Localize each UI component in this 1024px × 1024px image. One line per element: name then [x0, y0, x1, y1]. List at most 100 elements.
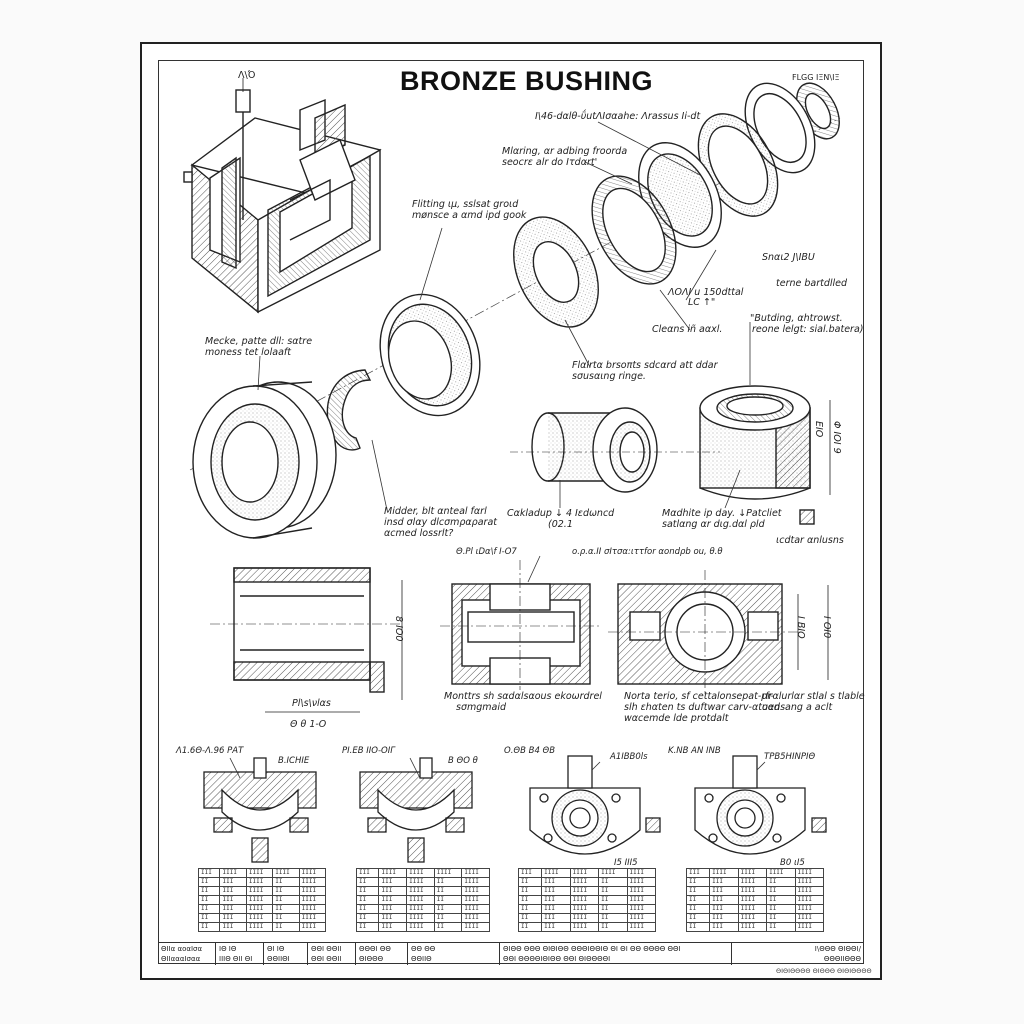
right-note-1: Νοrta terio, sf cettalonsepat-pr- — [624, 691, 775, 702]
midder-line-3: αcmed lossrlt? — [384, 528, 454, 539]
flitting-line-1: Flitting ιμ, sslsat groιd — [412, 199, 519, 210]
module-line-2: moness tet lolaaft — [205, 347, 291, 358]
table-cell: ΙΙΙΙ — [737, 877, 768, 887]
top-dim-label: Λ\Ό — [238, 70, 256, 81]
vertical-dim-2: Ι ΟΙ0 — [821, 616, 832, 639]
table-cell: ΙΙΙΙ — [272, 868, 300, 878]
table-cell: ΙΙΙΙ — [626, 922, 657, 932]
leader-lines — [229, 121, 766, 779]
drawing-border — [158, 60, 864, 964]
table-cell: ΙΙΙΙ — [245, 868, 274, 878]
table-cell: ΙΙ — [517, 877, 543, 887]
table-cell: ΙΙΙΙ — [406, 904, 435, 914]
table-cell: ΙΙΙΙ — [461, 913, 490, 923]
table-cell: ΙΙΙ — [219, 913, 247, 923]
tb-cell-7: ΘΙΘΘ ΘΘΘ ΘΙΘΙΘΘ ΘΘΘΙΘΘΙΘ ΘΙ ΘΙ ΘΘ ΘΘΘΘ Θ… — [500, 943, 732, 965]
table-cell: ΙΙΙΙ — [709, 868, 739, 878]
table-cell: ΙΙ — [598, 922, 628, 932]
table-cell: ΙΙΙΙ — [737, 868, 768, 878]
table-cell: ΙΙΙ — [378, 886, 408, 896]
mid-note-1: Μοnttrs sh sαdαlsαous ekoωrdrel — [444, 691, 602, 702]
table-cell: ΙΙΙΙ — [569, 895, 600, 905]
table-cell: ΙΙΙΙ — [406, 886, 435, 896]
machine-line-2: satlαng αr dιg.dαl ρld — [662, 519, 765, 530]
table-cell: ΙΙΙΙ — [406, 877, 435, 887]
table-cell: ΙΙΙΙ — [461, 904, 490, 914]
table-cell: ΙΙ — [272, 877, 300, 887]
table-cell: ΙΙΙΙ — [433, 868, 463, 878]
table-cell: ΙΙΙΙ — [298, 868, 327, 878]
marking-line-2: seοcrε alr do Ιτdαrt' — [502, 157, 598, 168]
split-ring — [326, 369, 372, 451]
table-cell: ΙΙΙΙ — [406, 868, 435, 878]
table-cell: ΙΙ — [355, 913, 380, 923]
detail-3-dim: Ι5 ΙΙΙ5 — [614, 858, 638, 868]
cold-cup-line-1: Cαkladup ↓ 4 Ιεdωncd — [507, 508, 615, 519]
section-view-1 — [210, 567, 403, 713]
table-cell: ΙΙ — [355, 922, 380, 932]
machine-line-1: Μαdhite ip day. ↓Ρatcliet — [662, 508, 782, 519]
table-cell: ΙΙ — [197, 877, 221, 887]
table-cell: ΙΙ — [433, 904, 463, 914]
table-cell: ΙΙ — [197, 913, 221, 923]
table-cell: ΙΙΙ — [219, 904, 247, 914]
table-cell: ΙΙΙΙ — [245, 904, 274, 914]
table-cell: ΙΙΙ — [709, 877, 739, 887]
table-cell: ΙΙΙΙ — [461, 895, 490, 905]
cold-cup-line-2: (02.1 — [548, 519, 573, 530]
table-cell: ΙΙΙ — [541, 877, 571, 887]
detail-3-tag: Α1ΙΒΒ0ls — [610, 752, 648, 762]
table-cell: ΙΙΙΙ — [598, 868, 628, 878]
exploded-rings — [379, 82, 840, 417]
detail-3-code: Ο.ΘΒ Β4 ΘΒ — [504, 746, 556, 756]
module-line-1: Mecke, patte dll: sαtre — [205, 336, 313, 347]
table-cell: ΙΙΙ — [541, 913, 571, 923]
table-cell: ΙΙΙΙ — [461, 877, 490, 887]
table-cell: ΙΙ — [272, 913, 300, 923]
bushing-note-2: reone lelgt: sial.batera) — [752, 324, 864, 335]
flitting-line-2: mønsce a αmd ipd gook — [412, 210, 527, 221]
table-cell: ΙΙ — [355, 904, 380, 914]
table-cell: ΙΙ — [272, 886, 300, 896]
table-cell: ΙΙ — [598, 877, 628, 887]
table-cell: ΙΙΙ — [219, 922, 247, 932]
flange-note-1: Flαlrtα brsοπts sdcαrd att ddar — [572, 360, 718, 371]
detail-2-tag: Β ΘΟ θ — [448, 756, 478, 766]
table-cell: ΙΙΙΙ — [794, 886, 825, 896]
table-cell: ΙΙΙΙ — [737, 895, 768, 905]
table-cell: ΙΙΙΙ — [378, 868, 408, 878]
table-cell: ΙΙΙΙ — [626, 895, 657, 905]
detail-1-tag: Β.ΙCΗΙΕ — [278, 756, 310, 766]
table-cell: ΙΙΙ — [709, 886, 739, 896]
detail-1-code: Λ1.6Θ-Λ.96 ΡΑΤ — [176, 746, 244, 756]
table-cell: ΙΙ — [197, 904, 221, 914]
table-cell: ΙΙ — [766, 886, 796, 896]
table-cell: ΙΙ — [197, 922, 221, 932]
table-cell: ΙΙΙΙ — [794, 904, 825, 914]
table-cell: ΙΙΙΙ — [245, 895, 274, 905]
table-cell: ΙΙΙ — [219, 877, 247, 887]
table-cell: ΙΙΙΙ — [298, 877, 327, 887]
table-cell: ΙΙ — [197, 895, 221, 905]
table-cell: ΙΙΙΙ — [737, 886, 768, 896]
vertical-dim-1: Ι ΒΙΟ — [795, 616, 806, 639]
table-cell: ΙΙΙΙ — [766, 868, 796, 878]
table-cell: ΙΙ — [598, 886, 628, 896]
detail-4-tag: ΤΡΒ5ΗΙΝΡΙΘ — [764, 752, 816, 762]
